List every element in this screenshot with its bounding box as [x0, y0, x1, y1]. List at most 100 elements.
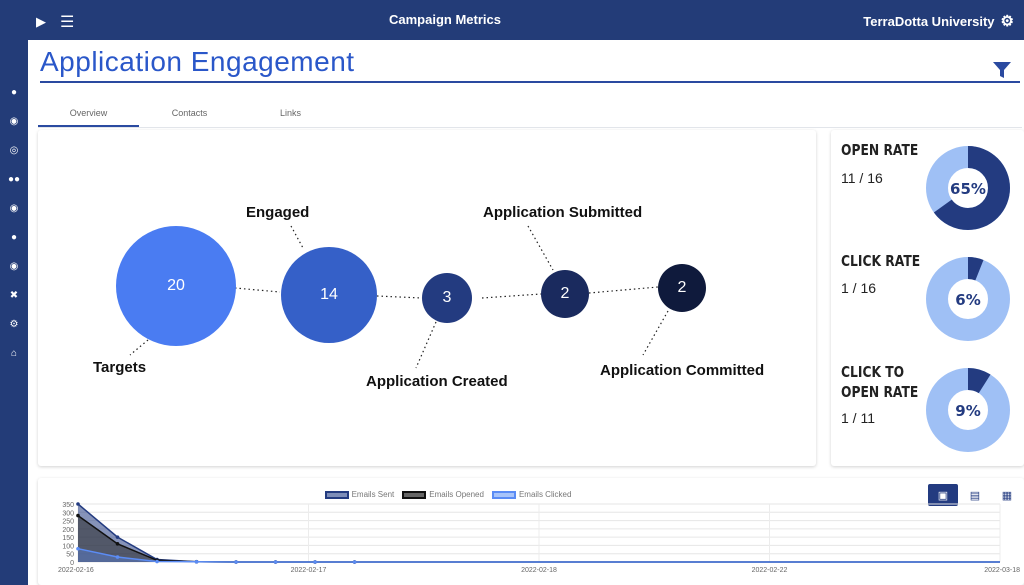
x-tick-label: 2022-02-18 — [521, 567, 557, 574]
data-point — [76, 513, 80, 518]
open-rate-title-line: OPEN RATE — [841, 141, 919, 159]
connector-targets-engaged — [234, 287, 281, 293]
leader-engaged — [290, 225, 304, 249]
sidebar-home-icon[interactable]: ⌂ — [10, 348, 18, 359]
tab-bar: Overview Contacts Links — [38, 100, 341, 128]
connector-submitted-committed — [588, 286, 659, 294]
leader-submitted — [527, 225, 554, 271]
donut-fill — [926, 368, 1010, 452]
daily-view-button[interactable]: ▣ — [928, 484, 958, 506]
donut-fill — [926, 146, 1010, 230]
connector-created-submitted — [481, 293, 542, 299]
sidebar-cogs-icon[interactable]: ⚙ — [9, 319, 19, 330]
data-point — [115, 555, 120, 559]
calendar-month-icon: ▦ — [1001, 489, 1013, 502]
y-tick-label: 100 — [62, 543, 74, 550]
filter-icon[interactable] — [992, 60, 1012, 80]
funnel-connectors — [129, 225, 669, 369]
legend-swatch-clicked — [491, 490, 516, 499]
legend-label-sent: Emails Sent — [351, 490, 395, 499]
chart-legend: Emails Sent Emails Opened Emails Clicked — [38, 490, 858, 499]
bubble-engaged-value: 14 — [320, 286, 338, 303]
click-to-open-rate-donut: 9% — [926, 368, 1010, 452]
data-point — [115, 535, 120, 539]
weekly-view-button[interactable]: ▤ — [960, 484, 990, 506]
sidebar-account-icon[interactable]: ◎ — [9, 145, 19, 156]
settings-gear-icon[interactable]: ⚙ — [1000, 13, 1014, 30]
open-rate-value: 11 / 16 — [841, 170, 883, 186]
data-point — [155, 559, 159, 564]
org-name: TerraDotta University — [863, 13, 995, 29]
data-point — [352, 560, 357, 564]
data-point — [76, 546, 80, 551]
tab-links[interactable]: Links — [279, 108, 301, 118]
sidebar-user-icon[interactable]: ● — [10, 87, 18, 98]
bubble-submitted-value: 2 — [560, 285, 570, 302]
open-rate-percent: 65% — [950, 180, 986, 198]
main-content: Application Engagement Overview Contacts… — [28, 40, 1024, 585]
y-tick-label: 250 — [62, 519, 74, 526]
legend-emails-clicked[interactable]: Emails Clicked — [491, 490, 571, 499]
cto-rate-title-line2: OPEN RATE — [841, 383, 919, 401]
page-title: Application Engagement — [40, 46, 355, 77]
bubble-application-committed[interactable]: 2 — [658, 264, 706, 312]
legend-emails-sent[interactable]: Emails Sent — [324, 490, 395, 499]
x-tick-label: 2022-03-18 — [984, 567, 1020, 574]
open-rate-donut: 65% — [926, 146, 1010, 230]
y-tick-label: 200 — [62, 527, 74, 534]
rates-card: OPEN RATE 11 / 16 65% CLICK RATE 1 / 16 … — [831, 130, 1024, 466]
sidebar-world-icon[interactable]: ◉ — [9, 261, 19, 272]
sidebar-tools-icon[interactable]: ✖ — [9, 290, 19, 301]
donut-fill — [926, 257, 1010, 341]
tab-contacts[interactable]: Contacts — [171, 108, 208, 118]
y-tick-label: 150 — [62, 535, 74, 542]
bubble-application-created[interactable]: 3 — [422, 273, 472, 323]
bubble-targets[interactable]: 20 — [116, 226, 236, 346]
tab-overview[interactable]: Overview — [38, 100, 139, 127]
legend-swatch-sent — [324, 490, 349, 499]
menu-icon[interactable]: ☰ — [60, 14, 75, 31]
app-title: Campaign Metrics — [389, 12, 501, 27]
bubble-created-value: 3 — [442, 289, 452, 306]
leader-targets — [129, 339, 149, 356]
sidebar-profile-icon[interactable]: ◉ — [9, 116, 19, 127]
bubble-engaged[interactable]: 14 — [281, 247, 377, 343]
email-activity-chart-card: Emails Sent Emails Opened Emails Clicked… — [38, 478, 1024, 585]
label-targets: Targets — [93, 359, 147, 376]
sidebar-globe-icon[interactable]: ◉ — [9, 203, 19, 214]
click-rate-title: CLICK RATE — [841, 251, 920, 271]
y-tick-label: 50 — [66, 552, 74, 559]
title-divider — [40, 81, 1020, 83]
label-application-created: Application Created — [366, 373, 508, 390]
leader-created — [415, 321, 437, 369]
y-tick-label: 0 — [70, 560, 74, 567]
expand-sidebar-icon[interactable]: ▶ — [36, 14, 46, 29]
bubble-application-submitted[interactable]: 2 — [541, 270, 589, 318]
legend-label-opened: Emails Opened — [429, 490, 484, 499]
data-point — [273, 560, 278, 564]
cto-rate-percent: 9% — [955, 402, 980, 420]
click-to-open-rate-value: 1 / 11 — [841, 410, 875, 426]
calendar-day-icon: ▣ — [937, 489, 949, 502]
top-bar: ▶ ☰ Campaign Metrics TerraDotta Universi… — [0, 0, 1024, 40]
cto-rate-title-line1: CLICK TO — [841, 363, 905, 381]
sidebar: ● ◉ ◎ ●● ◉ ● ◉ ✖ ⚙ ⌂ — [0, 40, 28, 585]
click-to-open-rate-title: CLICK TO OPEN RATE — [841, 362, 918, 402]
legend-emails-opened[interactable]: Emails Opened — [402, 490, 484, 499]
label-application-committed: Application Committed — [600, 362, 765, 379]
bubble-committed-value: 2 — [677, 279, 687, 296]
data-point — [115, 541, 120, 546]
click-rate-percent: 6% — [955, 291, 980, 309]
data-point — [194, 560, 199, 564]
sidebar-person-icon[interactable]: ● — [10, 232, 18, 243]
data-point — [76, 502, 80, 506]
legend-swatch-opened — [402, 490, 427, 499]
open-rate-title: OPEN RATE — [841, 140, 918, 160]
calendar-week-icon: ▤ — [969, 489, 981, 502]
x-tick-label: 2022-02-17 — [291, 567, 327, 574]
tabs-divider — [38, 127, 1022, 128]
monthly-view-button[interactable]: ▦ — [992, 484, 1022, 506]
sidebar-groups-icon[interactable]: ●● — [7, 174, 21, 185]
label-engaged: Engaged — [246, 204, 310, 221]
